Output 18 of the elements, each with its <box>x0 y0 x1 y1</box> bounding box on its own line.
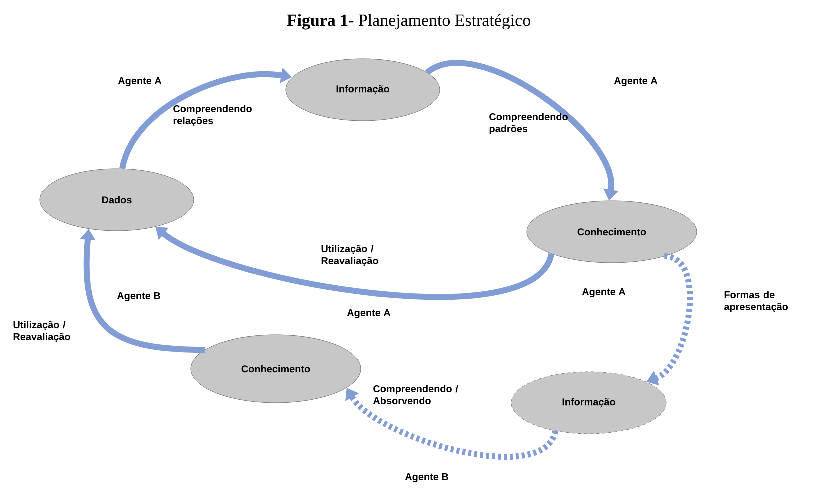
agent-label: Agente A <box>118 78 162 86</box>
edge-label: Compreendendo relações <box>174 105 252 126</box>
ellipse-node: Conhecimento <box>526 200 698 264</box>
agent-label: Agente A <box>614 78 658 86</box>
figure-title: Figura 1- Planejamento Estratégico <box>287 14 530 30</box>
ellipse-node: Informação <box>286 58 440 122</box>
ellipse-node: Conhecimento <box>190 334 362 404</box>
agent-label: Agente B <box>405 474 448 482</box>
edge-label: Compreendendo padrões <box>490 113 568 134</box>
edge-label: Formas de apresentação <box>724 291 788 312</box>
agent-label: Agente A <box>582 288 626 298</box>
ellipse-node: Dados <box>40 168 194 232</box>
edge-label: Utilização / Reavaliação <box>322 245 378 266</box>
ellipse-node: Informação <box>511 372 667 434</box>
edge-label: Compreendendo / Absorvendo <box>373 385 458 404</box>
agent-label: Agente A <box>347 310 391 318</box>
agent-label: Agente B <box>117 292 160 302</box>
edge-label: Utilização / Reavaliação <box>14 321 70 342</box>
